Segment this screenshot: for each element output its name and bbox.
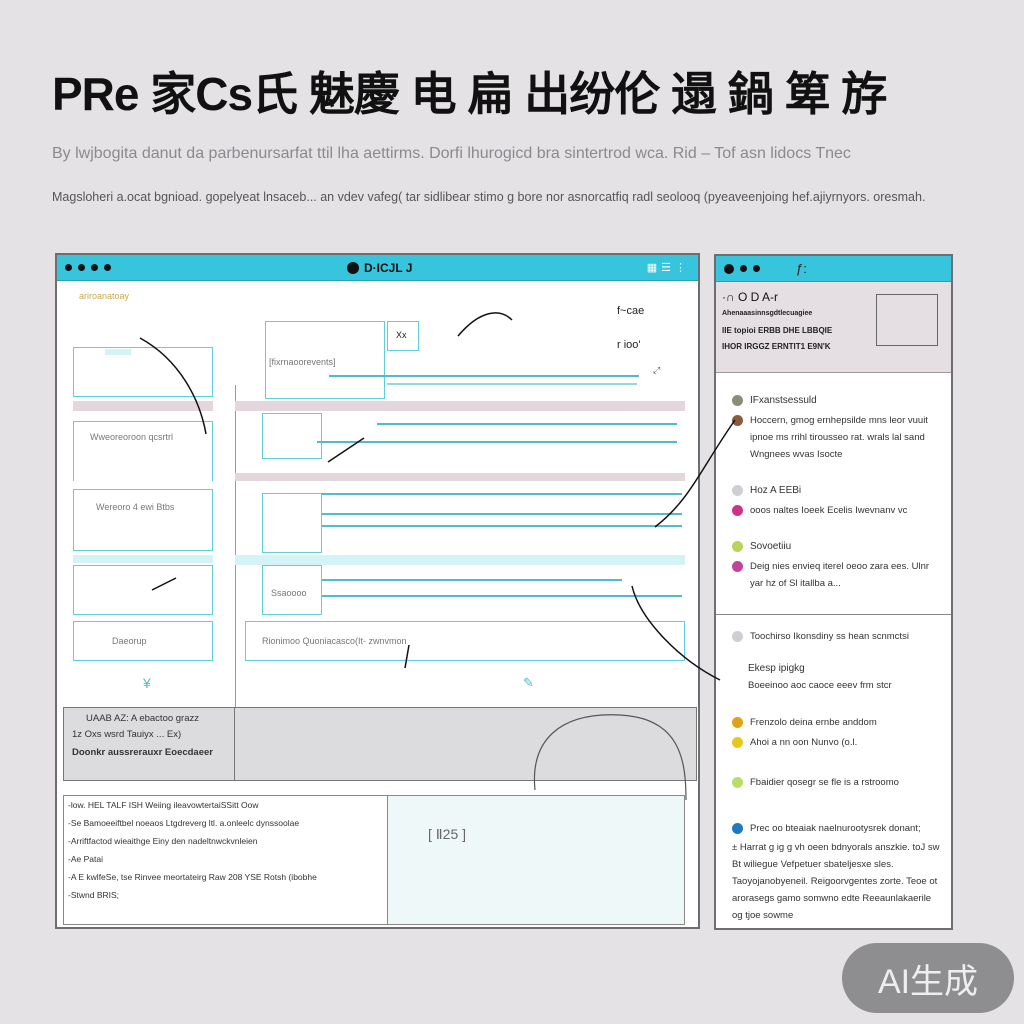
more-icon[interactable]: ⋮	[675, 262, 690, 274]
center-row-2[interactable]	[262, 493, 322, 553]
row-rule	[317, 441, 677, 443]
left-tab[interactable]	[105, 349, 131, 355]
left-band	[73, 555, 213, 563]
note-line: -Se Bamoeeiftbel noeaos Ltgdreverg ltl. …	[68, 818, 300, 828]
list-item[interactable]: Ahoi a nn oon Nunvo (o.l.	[732, 734, 943, 751]
center-row-1[interactable]	[262, 413, 322, 459]
list-item[interactable]: Sovoetiiu	[732, 538, 943, 555]
app-logo-icon	[347, 261, 359, 274]
center-row-3[interactable]: Ssaoooo	[262, 565, 322, 615]
center-footer-icon[interactable]: ✎	[523, 675, 534, 690]
row-rule	[377, 423, 677, 425]
center-input[interactable]: Rionimoo Quoniacasco(It- zwnvmon	[245, 621, 685, 661]
list-item[interactable]: Hoz A EEBi	[732, 482, 943, 499]
center-rule	[387, 383, 637, 385]
left-footer-icon[interactable]: ¥	[143, 675, 151, 691]
side-divider	[716, 614, 951, 615]
note-line: -Arriftfactod wieaithge Einy den nadeltn…	[68, 836, 258, 846]
row-rule	[322, 525, 682, 527]
window-title: D·ICJL J	[364, 260, 413, 275]
left-top-label: ariroanatoay	[79, 291, 130, 301]
row-rule	[322, 579, 622, 581]
left-panel-header	[73, 347, 213, 397]
grid-icon[interactable]: ▦	[646, 262, 662, 274]
row-rule	[322, 595, 682, 597]
center-band	[235, 555, 685, 565]
list-item[interactable]: Deig nies envieq iterel oeoo zara ees. U…	[732, 558, 943, 592]
page-subtitle: By lwjbogita danut da parbenursarfat tti…	[52, 145, 851, 162]
center-field[interactable]: [fixrnaoorevents]	[269, 357, 336, 367]
scribble-2: r ioo'	[617, 339, 641, 351]
note-line: -Stwnd BRIS;	[68, 890, 120, 900]
list-item[interactable]: Prec oo bteaiak naelnurootysrek donant;±…	[732, 822, 940, 921]
diagram-sketch-icon	[876, 294, 938, 346]
list-item[interactable]: Frenzolo deina ernbe anddom	[732, 714, 943, 731]
window-control-dot[interactable]	[91, 264, 98, 271]
page-title: PRe 家Cs氏 魅慶 电 扁 出纷伦 遢 鍋 箄 斿	[52, 68, 887, 120]
center-divider	[235, 401, 685, 411]
book-icon	[732, 822, 743, 834]
menu-icon[interactable]: ☰	[661, 262, 675, 274]
main-window-titlebar[interactable]: D·ICJL J ▦☰⋮	[57, 255, 698, 281]
notes-panel: -low. HEL TALF ISH Weiing ileavowtertaiS…	[63, 795, 389, 925]
clock-icon	[732, 394, 743, 406]
window-control-dot[interactable]	[724, 263, 734, 274]
window-control-dot[interactable]	[740, 265, 747, 272]
row-rule	[322, 493, 682, 495]
user-icon	[732, 415, 743, 426]
coin-icon	[732, 736, 743, 748]
cloud-icon	[732, 561, 743, 572]
list-item[interactable]: Fbaidier qosegr se fle is a rstroomo	[732, 774, 943, 791]
help-icon	[732, 630, 743, 642]
list-item[interactable]: Toochirso Ikonsdiny ss hean scnmctsi	[732, 628, 943, 645]
warning-icon	[732, 716, 743, 728]
center-divider	[235, 473, 685, 481]
leaf-icon	[732, 776, 743, 788]
left-divider	[73, 401, 213, 411]
note-line: -Ae Patai	[68, 854, 103, 864]
page-description: Magsloheri a.ocat bgnioad. gopelyeat lns…	[52, 190, 926, 204]
small-button[interactable]: Xx	[387, 321, 419, 351]
center-rule	[329, 375, 639, 377]
note-line: -low. HEL TALF ISH Weiing ileavowtertaiS…	[68, 800, 259, 810]
window-control-dot[interactable]	[104, 264, 111, 271]
list-item[interactable]: IFxanstsessuld	[732, 392, 943, 409]
window-control-dot[interactable]	[65, 264, 72, 271]
info-divider	[234, 708, 235, 780]
preview-panel: [ Ⅱ25 ]	[387, 795, 685, 925]
left-box-label[interactable]: Wereoro 4 ewi Btbs	[73, 489, 213, 551]
record-icon	[732, 504, 743, 516]
info-icon	[732, 484, 743, 496]
left-box-4[interactable]	[73, 565, 213, 615]
side-window-titlebar[interactable]: ƒ:	[716, 256, 951, 282]
main-window: D·ICJL J ▦☰⋮ ariroanatoay Wweoreoroon qc…	[55, 253, 700, 929]
left-button[interactable]: Daeorup	[73, 621, 213, 661]
list-item[interactable]: ooos naltes Ioeek Ecelis Iwevnanv vc	[732, 502, 943, 519]
expand-icon[interactable]: ⤢	[653, 365, 661, 375]
side-header-card: ·∩ O D A-r Ahenaaasinnsgdtlecuagiee lIE …	[716, 282, 951, 373]
window-control-dot[interactable]	[753, 265, 760, 272]
check-icon	[732, 540, 743, 552]
column-divider	[235, 385, 236, 779]
list-item[interactable]: Hoccern, gmog ernhepsilde mns leor vuuit…	[732, 412, 943, 463]
note-line: -A E kwlfeSe, tse Rinvee meortateirg Raw…	[68, 872, 317, 882]
info-box: UAAB AZ: A ebactoo grazz 1z Oxs wsrd Tau…	[63, 707, 697, 781]
row-rule	[322, 513, 682, 515]
ai-generated-badge: AI生成	[842, 943, 1014, 1013]
function-icon[interactable]: ƒ:	[796, 261, 807, 276]
center-card	[265, 321, 385, 399]
side-window: ƒ: ·∩ O D A-r Ahenaaasinnsgdtlecuagiee l…	[714, 254, 953, 930]
window-control-dot[interactable]	[78, 264, 85, 271]
scribble-1: f~cae	[617, 305, 645, 317]
